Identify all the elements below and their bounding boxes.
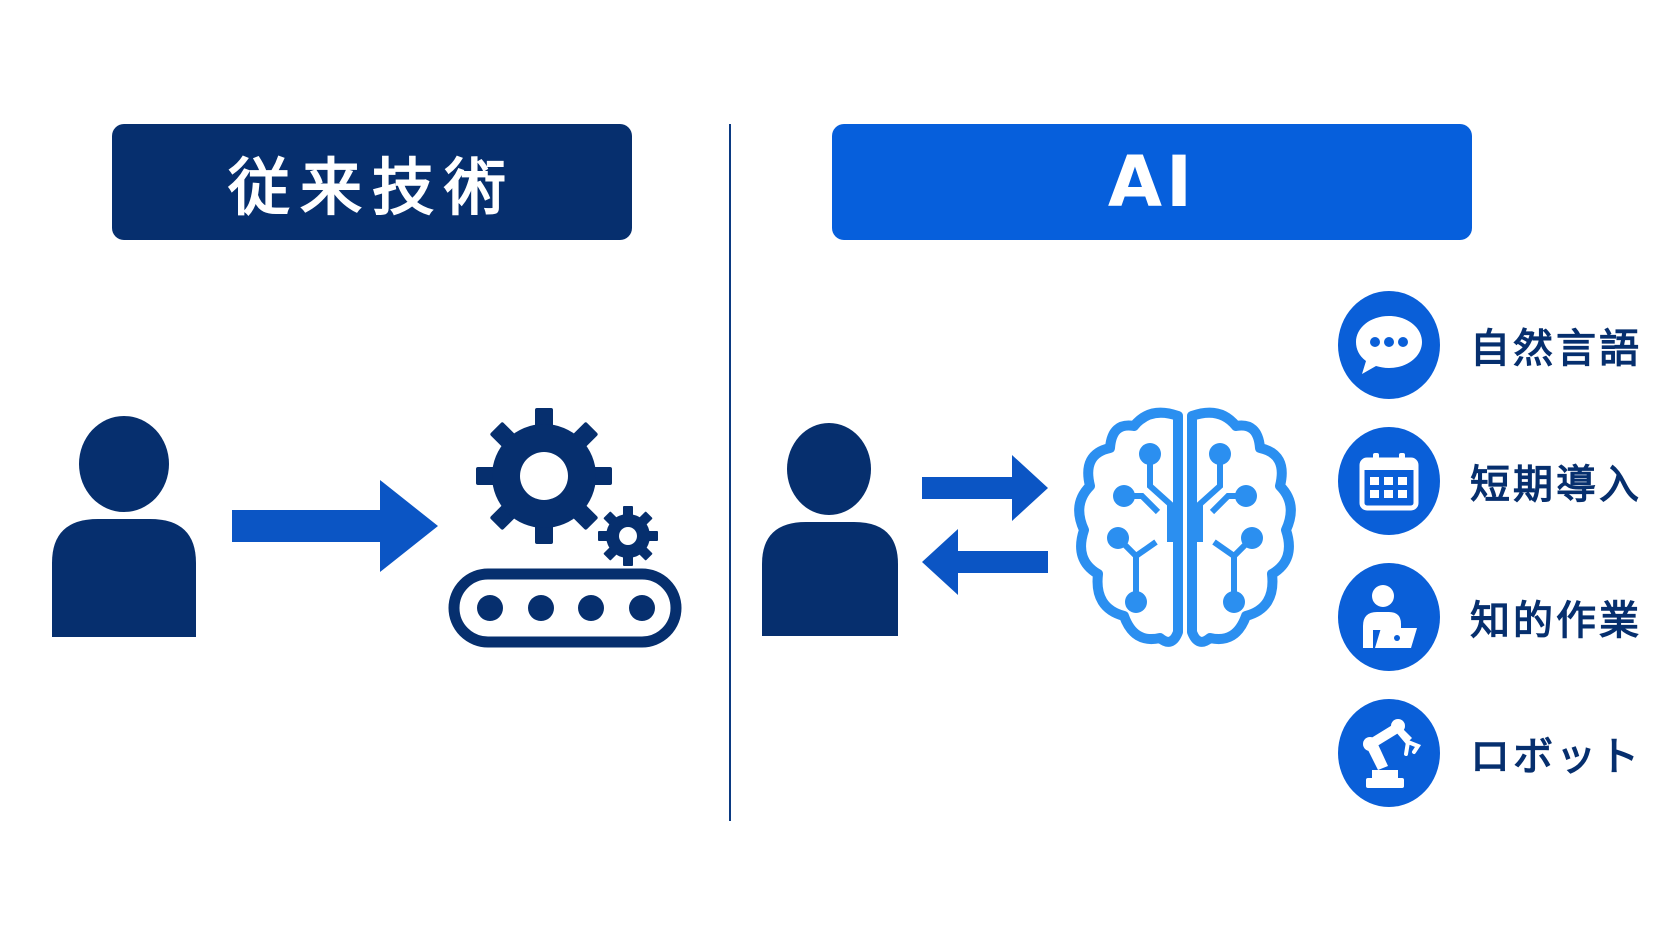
- feature-circle: [1338, 699, 1440, 807]
- header-traditional-technology: 従来技術: [112, 124, 632, 240]
- ai-brain-icon: [1074, 407, 1296, 647]
- feature-circle: [1338, 291, 1440, 399]
- header-ai: AI: [832, 124, 1472, 240]
- chat-bubble-icon: [1356, 316, 1422, 374]
- feature-label: ロボット: [1470, 734, 1642, 780]
- feature-label: 自然言語: [1470, 326, 1642, 372]
- header-traditional-technology-label: 従来技術: [227, 151, 516, 224]
- feature-label: 知的作業: [1470, 598, 1642, 644]
- conveyor-belt-icon: [448, 568, 682, 648]
- feature-label: 短期導入: [1470, 462, 1642, 508]
- person-laptop-icon: [1363, 585, 1417, 648]
- person-icon: [52, 416, 196, 637]
- calendar-icon: [1359, 453, 1419, 511]
- feature-robot: ロボット: [1338, 698, 1658, 808]
- feature-circle: [1338, 563, 1440, 671]
- header-ai-label: AI: [1107, 141, 1197, 223]
- feature-circle: [1338, 427, 1440, 535]
- feature-short-term-deployment: 短期導入: [1338, 426, 1658, 536]
- feature-knowledge-work: 知的作業: [1338, 562, 1658, 672]
- gears-icon: [476, 408, 658, 566]
- robot-arm-icon: [1363, 719, 1422, 788]
- feature-natural-language: 自然言語: [1338, 290, 1658, 400]
- arrow-right-icon: [232, 480, 438, 572]
- section-divider: [729, 124, 731, 821]
- bidirectional-arrows-icon: [922, 455, 1048, 595]
- person-icon-ai: [762, 423, 898, 636]
